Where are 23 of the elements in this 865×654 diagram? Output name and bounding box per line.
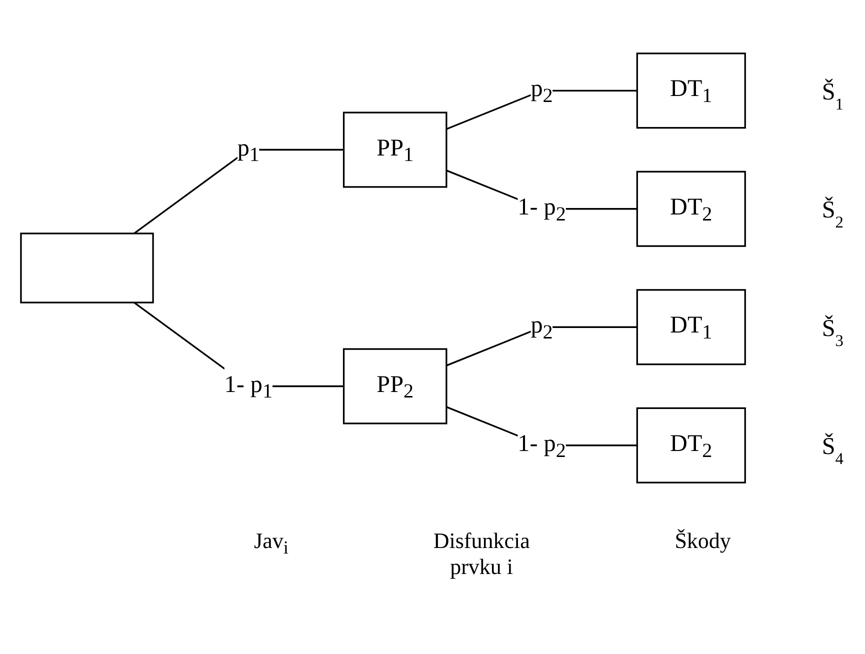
empty-box bbox=[20, 232, 154, 304]
column-heading: Disfunkcia prvku i bbox=[432, 528, 531, 580]
node-label: DT$_{2}$ bbox=[670, 192, 712, 227]
connector-line bbox=[446, 326, 638, 366]
column-heading: Škody bbox=[674, 528, 731, 555]
process-box bbox=[342, 348, 448, 424]
outcome-label: Š$_{4}$ bbox=[822, 434, 844, 468]
process-box bbox=[342, 112, 448, 188]
connector-line bbox=[446, 90, 638, 130]
node-label: DT$_{2}$ bbox=[670, 428, 712, 464]
node-label: PP$_{1}$ bbox=[376, 132, 414, 168]
outcome-label: Š$_{3}$ bbox=[822, 316, 844, 350]
process-box bbox=[636, 170, 746, 247]
node-label: DT$_{1}$ bbox=[670, 310, 712, 345]
process-box bbox=[636, 407, 746, 484]
connector-line bbox=[134, 148, 344, 234]
outcome-label: Š$_{1}$ bbox=[822, 79, 844, 113]
process-box bbox=[636, 52, 746, 129]
process-box bbox=[636, 289, 746, 366]
column-heading: Jav$_{i}$ bbox=[254, 528, 288, 560]
outcome-label: Š$_{2}$ bbox=[822, 198, 844, 232]
node-label: DT$_{1}$ bbox=[670, 73, 712, 108]
node-label: PP$_{2}$ bbox=[376, 368, 414, 404]
